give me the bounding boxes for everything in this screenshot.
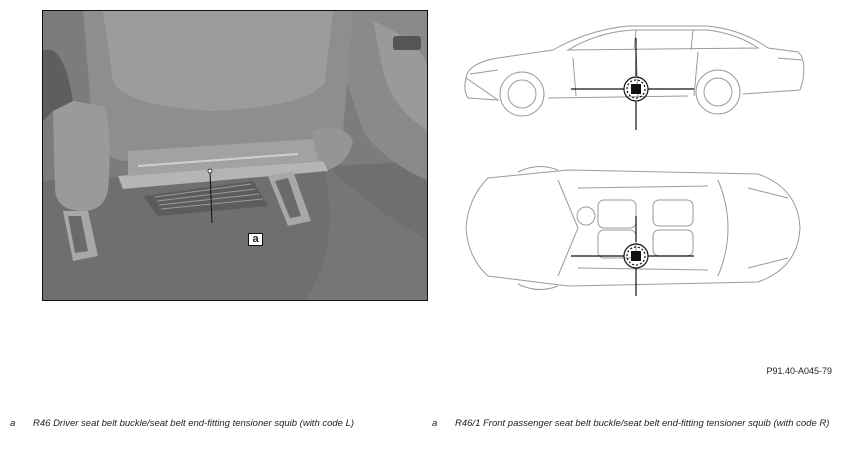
vehicle-top-view [458, 158, 808, 298]
figure-reference-code: P91.40-A045-79 [766, 366, 832, 376]
vehicle-top-diagram [465, 166, 801, 296]
legend-text: R46 Driver seat belt buckle/seat belt en… [33, 418, 355, 429]
seat-photo: a [42, 10, 428, 301]
legend-text: R46/1 Front passenger seat belt buckle/s… [455, 418, 830, 429]
legend-letter: a [432, 418, 438, 429]
legend-letter: a [10, 418, 16, 429]
callout-a: a [248, 233, 263, 246]
vehicle-side-diagram [464, 25, 805, 130]
seat-photo-illustration [43, 11, 427, 300]
vehicle-side-view [458, 18, 808, 133]
